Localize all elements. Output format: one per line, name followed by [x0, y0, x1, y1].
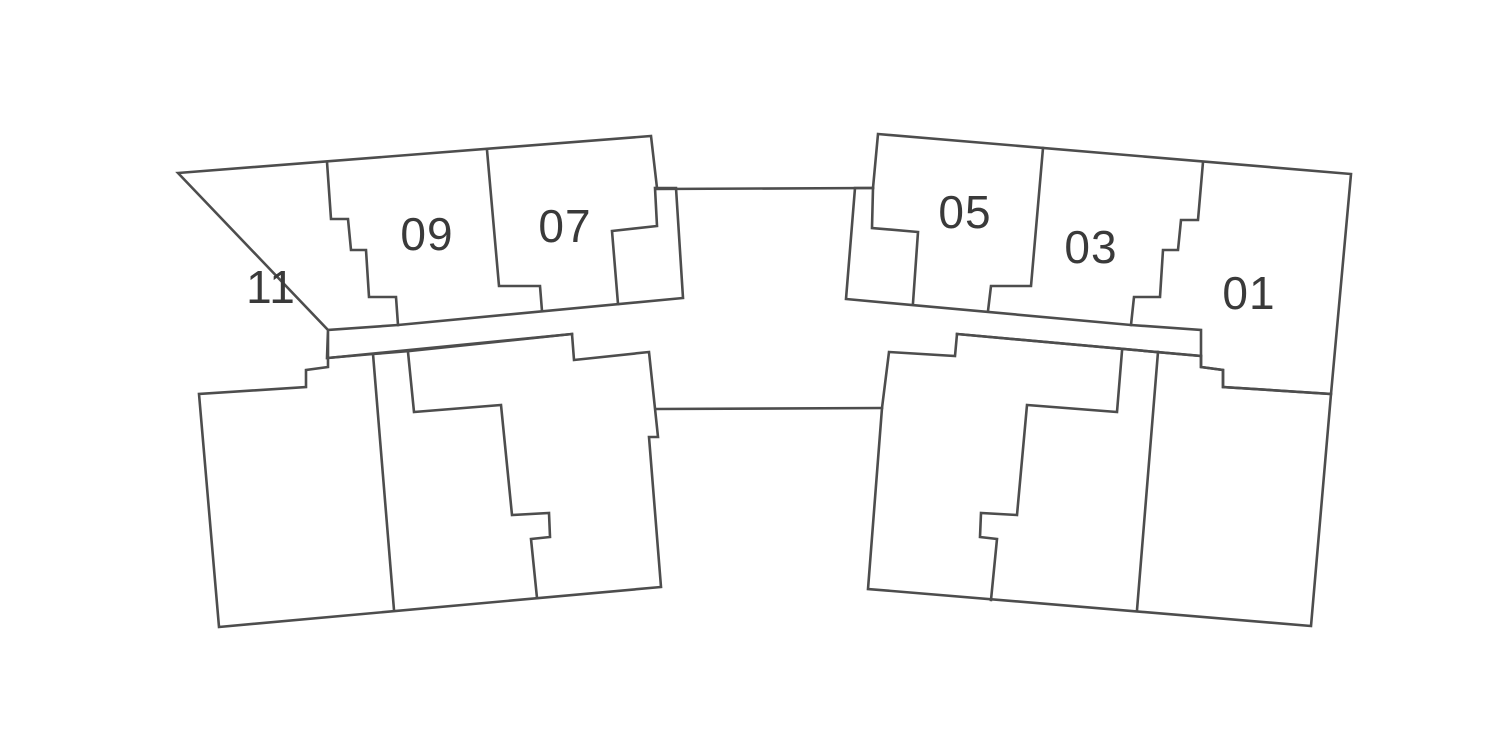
unit-label-01[interactable]: 01	[1222, 267, 1275, 319]
connector-bottom	[654, 406, 884, 411]
wall-07-service	[610, 186, 659, 306]
unit-label-09[interactable]: 09	[400, 208, 453, 260]
left-wing	[175, 134, 685, 629]
wall-05-service	[870, 186, 920, 305]
wall-05-03	[986, 146, 1045, 313]
unit-label-07[interactable]: 07	[538, 200, 591, 252]
wall-03-01	[1129, 160, 1205, 327]
connectors	[654, 186, 884, 411]
unit-label-03[interactable]: 03	[1064, 221, 1117, 273]
right-lower-outline	[866, 332, 1333, 628]
wall-lower-mid-divider	[406, 350, 552, 600]
unit-label-05[interactable]: 05	[938, 186, 991, 238]
left-corridor-lower-wall	[326, 332, 574, 360]
wall-lower-left-divider	[371, 352, 396, 612]
wall-right-lower-divider	[1135, 350, 1160, 612]
right-corridor-lower-wall	[955, 332, 1203, 358]
unit-label-11[interactable]: 11	[246, 261, 296, 313]
unit-labels: 11 09 07 05 03 01	[246, 186, 1275, 319]
right-wing	[844, 132, 1353, 628]
right-wing-outline	[844, 132, 1353, 396]
connector-top	[655, 186, 875, 191]
wall-right-lower-mid-divider	[978, 349, 1124, 602]
wall-09-07	[485, 148, 544, 313]
wall-11-09	[325, 160, 400, 327]
